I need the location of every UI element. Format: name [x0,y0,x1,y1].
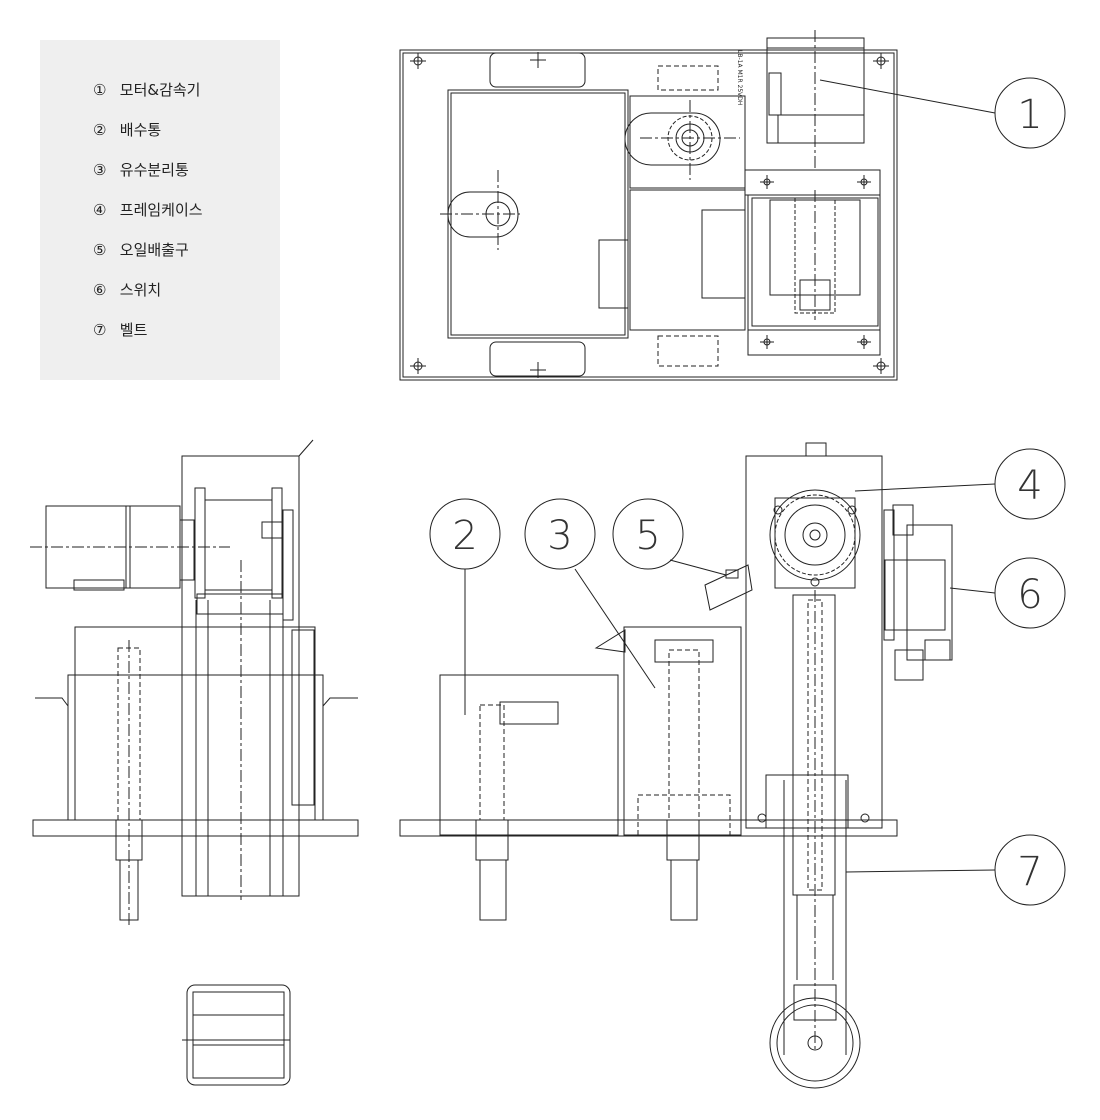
callout-circle-5 [612,498,684,570]
legend-item: ② 배수통 [93,118,203,158]
callout-circle-3 [524,498,596,570]
legend-label: 프레임케이스 [119,201,203,219]
corner-holes [410,53,889,374]
legend-number: ① [93,81,107,99]
callout-number-5: 5 [635,513,660,559]
motor-side [30,505,230,591]
legend-item: ④ 프레임케이스 [93,198,203,238]
callout-circle-7 [994,834,1066,906]
callout-circle-2 [429,498,501,570]
legend-item: ⑦ 벨트 [93,318,203,358]
callouts: 1 2 3 5 4 6 7 [429,77,1066,906]
belt-front [765,590,861,1089]
base-plate-outline [399,49,898,381]
callout-number-6: 6 [1017,572,1042,618]
switch-assembly [883,504,953,681]
legend-list: ① 모터&감속기 ② 배수통 ③ 유수분리통 ④ 프레임케이스 ⑤ 오일배출구 … [93,78,203,358]
callout-number-7: 7 [1017,849,1042,895]
top-view: LB-1A M1R 25VDH [399,30,898,381]
side-view [30,439,359,1086]
legend-item: ⑥ 스위치 [93,278,203,318]
drain-tank-top [447,89,629,339]
callout-number-3: 3 [547,513,572,559]
separator-tank-front [623,626,742,836]
oil-outlet-spout [704,564,753,611]
callout-number-4: 4 [1017,463,1042,509]
legend-number: ③ [93,161,107,179]
base-plate-inner [402,52,895,378]
legend-label: 벨트 [119,321,148,339]
legend-label: 오일배출구 [119,241,189,259]
legend-label: 스위치 [119,281,162,299]
motor-top: LB-1A M1R 25VDH [736,30,865,170]
legend-item: ③ 유수분리통 [93,158,203,198]
legend-number: ⑥ [93,281,107,299]
legend-number: ⑦ [93,321,107,339]
motor-plate-label: LB-1A M1R 25VDH [736,50,743,105]
callout-circle-4 [994,448,1066,520]
callout-number-1: 1 [1017,92,1042,138]
legend-number: ④ [93,201,107,219]
separator-tank-top [629,95,746,189]
legend-label: 배수통 [119,121,162,139]
legend-panel: ① 모터&감속기 ② 배수통 ③ 유수분리통 ④ 프레임케이스 ⑤ 오일배출구 … [40,40,280,380]
legend-item: ① 모터&감속기 [93,78,203,118]
drain-tank-front [439,674,619,836]
callout-circle-1 [994,77,1066,149]
drive-pulley [769,489,861,589]
legend-label: 모터&감속기 [119,81,201,99]
belt-roller-side [182,984,291,1086]
frame-case [745,455,883,829]
legend-item: ⑤ 오일배출구 [93,238,203,278]
callout-circle-6 [994,557,1066,629]
front-view [399,442,953,1089]
legend-number: ⑤ [93,241,107,259]
legend-number: ② [93,121,107,139]
front-base-plate [399,819,898,837]
callout-number-2: 2 [452,513,477,559]
legend-label: 유수분리통 [119,161,189,179]
